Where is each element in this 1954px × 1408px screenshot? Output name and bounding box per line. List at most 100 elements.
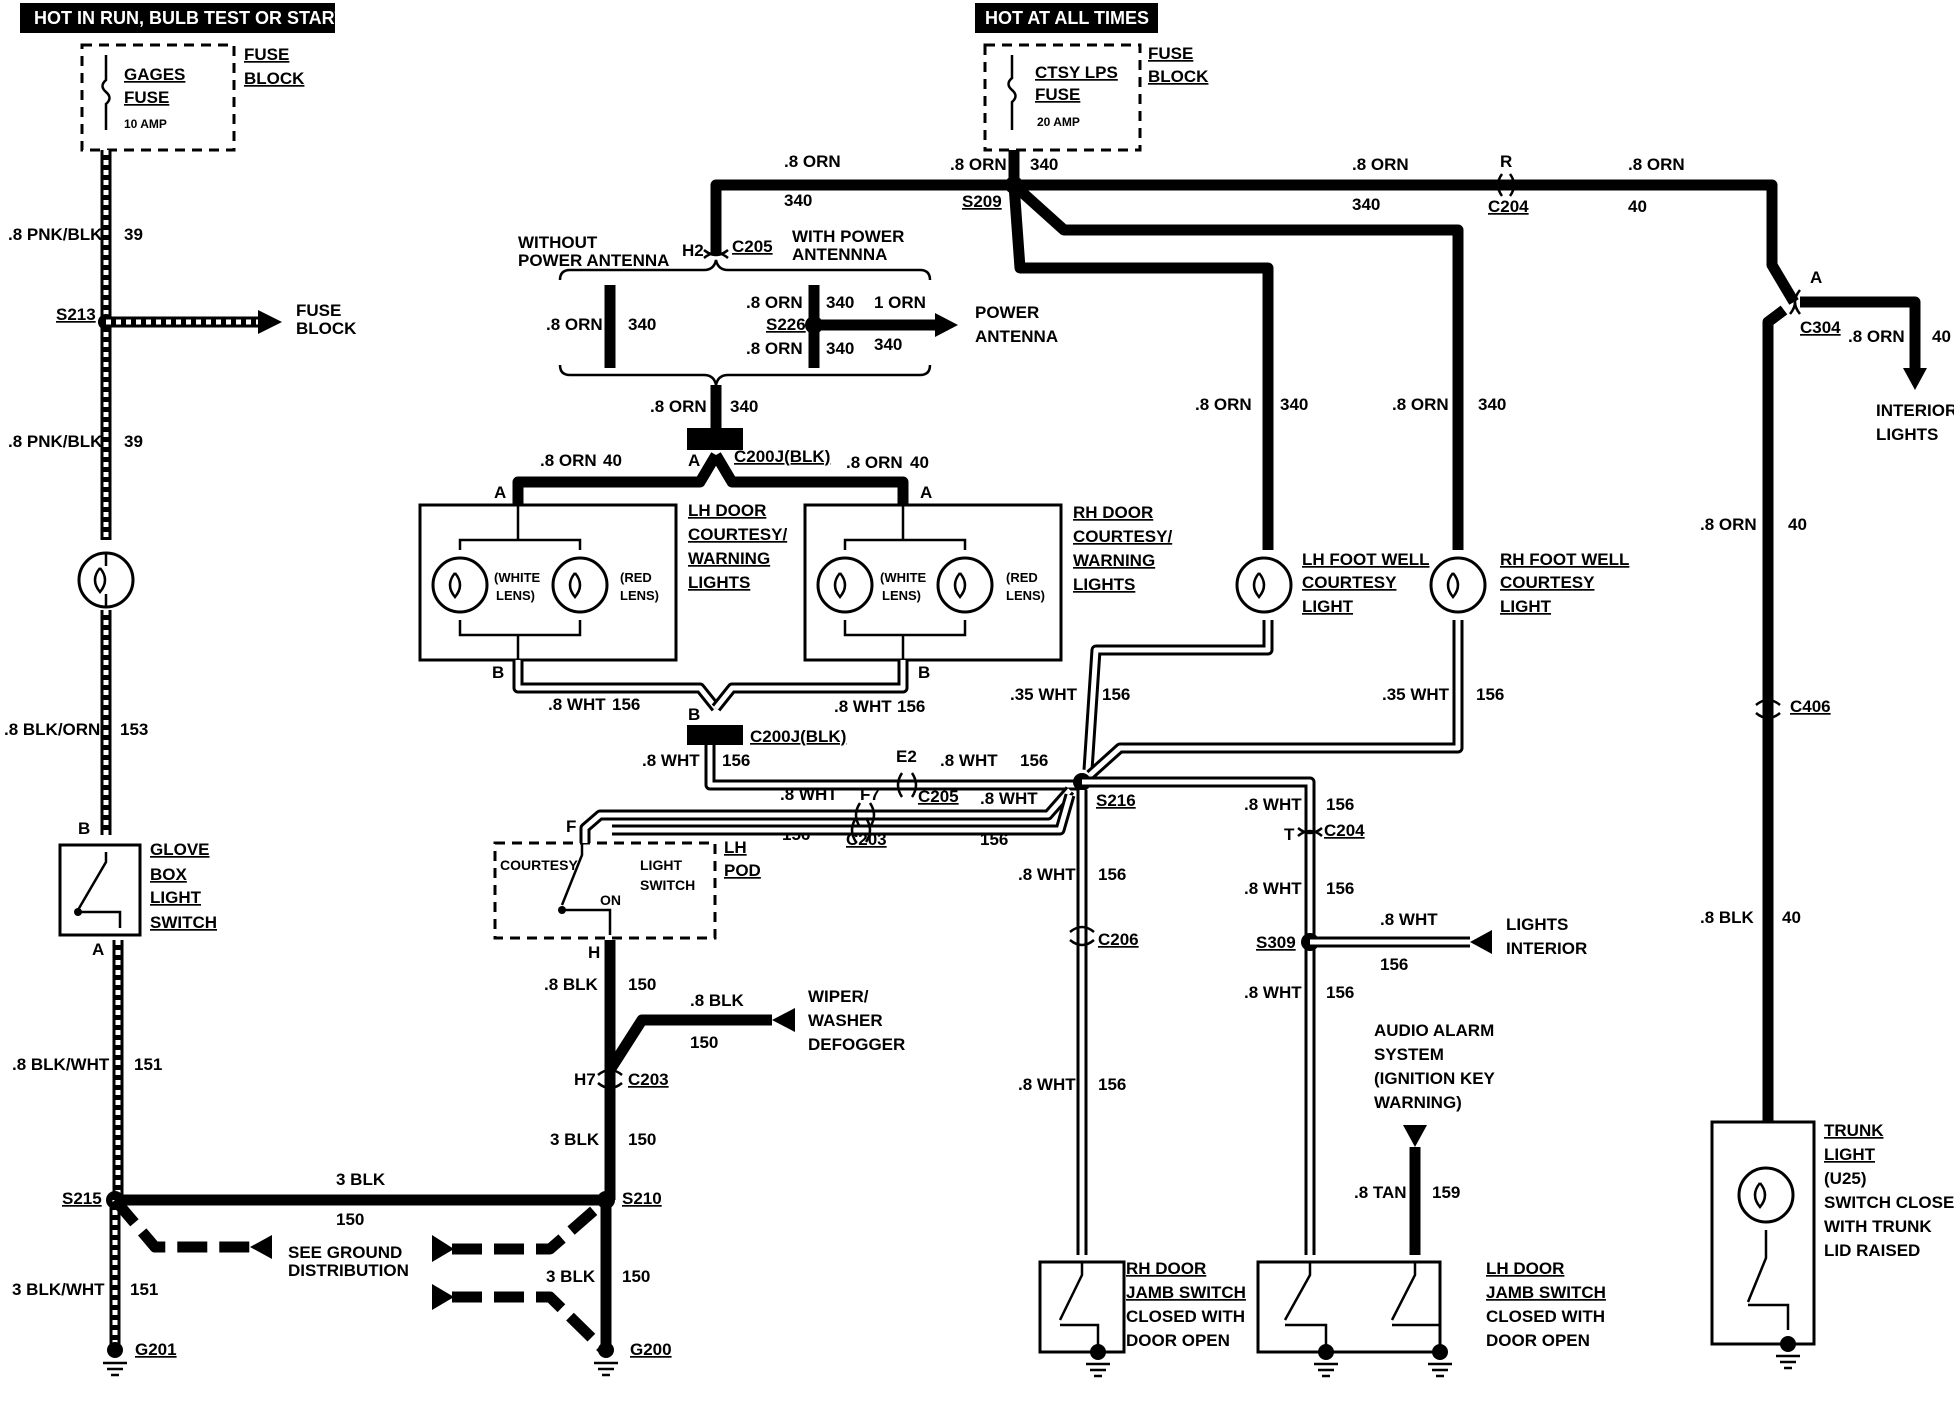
g200-ground-dot <box>598 1342 614 1358</box>
c200j-bottom-connector <box>687 725 743 745</box>
wire-151-num-1: 151 <box>134 1055 162 1074</box>
rh-jamb-4: DOOR OPEN <box>1126 1331 1230 1350</box>
wire-c304-color: .8 ORN <box>1628 155 1685 174</box>
glove-label-3: LIGHT <box>150 888 202 907</box>
wire-rh-jamb-color-1: .8 WHT <box>1018 865 1076 884</box>
ignition-header: HOT IN RUN, BULB TEST OR START <box>34 8 346 28</box>
antenna-upper-brace <box>558 259 932 281</box>
c204-top-pin-r: R <box>1500 152 1512 171</box>
interior-lights-1: INTERIOR <box>1876 401 1954 420</box>
rh-white-lens-1: (WHITE <box>880 570 927 585</box>
wire-c200j-num: 340 <box>730 397 758 416</box>
wire-lh-fw-color: .8 ORN <box>1195 395 1252 414</box>
c200j-top-connector <box>687 428 743 450</box>
wire-c204-color: .8 ORN <box>1352 155 1409 174</box>
power-antenna-arrow <box>935 313 958 337</box>
lh-door-pin-b: B <box>492 663 504 682</box>
wire-lh-white-color: .8 WHT <box>548 695 606 714</box>
c200j-bottom-pin-b: B <box>688 705 700 724</box>
c205-top-connector <box>703 249 729 259</box>
ground-dist-left-arrow <box>250 1235 272 1259</box>
courtesy-sw-label-3: SWITCH <box>640 877 695 893</box>
without-ant-1: WITHOUT <box>518 233 598 252</box>
lh-door-label-2: COURTESY/ <box>688 525 787 544</box>
s226-label: S226 <box>766 315 806 334</box>
wire-ant-top-color: .8 ORN <box>746 293 803 312</box>
rh-jamb-ground-dot <box>1090 1344 1106 1360</box>
fuse-block-label-2: BLOCK <box>296 319 357 338</box>
ctsy-fuse-block1: FUSE <box>1148 44 1193 63</box>
wire-lh-jamb-color-3: .8 WHT <box>1244 983 1302 1002</box>
wire-rh-door-color: .8 ORN <box>846 453 903 472</box>
wire-rh-jamb-num-1: 156 <box>1098 865 1126 884</box>
ctsy-fuse-name2: FUSE <box>1035 85 1080 104</box>
c304-pin-a: A <box>1810 268 1822 287</box>
g201-label: G201 <box>135 1340 177 1359</box>
gages-fuse-name1: GAGES <box>124 65 185 84</box>
c406-connector <box>1755 698 1781 720</box>
wire-c204-num: 340 <box>1352 195 1380 214</box>
wire-rh-fw-color: .8 ORN <box>1392 395 1449 414</box>
wire-156-rh-door-in <box>714 660 906 710</box>
rh-footwell-filament <box>1446 572 1460 599</box>
wire-lh-fw-white-color: .35 WHT <box>1010 685 1078 704</box>
wire-trunk-color-2: .8 BLK <box>1700 908 1755 927</box>
rh-door-pin-a: A <box>920 483 932 502</box>
lh-jamb-ground-dot-2 <box>1432 1344 1448 1360</box>
wire-rh-white-num: 156 <box>897 697 925 716</box>
glove-label-2: BOX <box>150 865 188 884</box>
rh-white-lens-filament <box>833 572 847 599</box>
wire-ground-bus-color: 3 BLK <box>336 1170 386 1189</box>
wire-no-ant-color: .8 ORN <box>546 315 603 334</box>
ignition-header-bg <box>20 3 335 33</box>
wire-156-c203-in <box>612 794 1073 833</box>
courtesy-sw-label-4: ON <box>600 892 621 908</box>
lh-jamb-3: CLOSED WITH <box>1486 1307 1605 1326</box>
wire-s216-color: .8 WHT <box>642 751 700 770</box>
wire-39-num-2: 39 <box>124 432 143 451</box>
ctsy-fuse-name1: CTSY LPS <box>1035 63 1118 82</box>
wire-rh-jamb-color-2: .8 WHT <box>1018 1075 1076 1094</box>
lh-door-label-4: LIGHTS <box>688 573 750 592</box>
audio-alarm-3: (IGNITION KEY <box>1374 1069 1496 1088</box>
wire-340-to-c304 <box>1014 179 1799 305</box>
lh-pod-switch-pivot <box>558 906 566 914</box>
gages-fuse-rating: 10 AMP <box>124 117 167 131</box>
lh-footwell-1: LH FOOT WELL <box>1302 550 1429 569</box>
wire-c205-color: .8 ORN <box>784 152 841 171</box>
wire-trunk-color-1: .8 ORN <box>1700 515 1757 534</box>
ground-dist-lower-arrow <box>432 1284 454 1310</box>
ctsy-fuse-block2: BLOCK <box>1148 67 1209 86</box>
wire-f7-color: .8 WHT <box>780 785 838 804</box>
s213-label: S213 <box>56 305 96 324</box>
s216-label: S216 <box>1096 791 1136 810</box>
trunk-ground-dot <box>1780 1336 1796 1352</box>
rh-footwell-3: LIGHT <box>1500 597 1552 616</box>
wire-39-num-1: 39 <box>124 225 143 244</box>
wire-lh-jamb-num-1: 156 <box>1326 795 1354 814</box>
c204-label: C204 <box>1324 821 1365 840</box>
interior-lights-2: LIGHTS <box>1876 425 1938 444</box>
c203-label: C203 <box>846 830 887 849</box>
lh-jamb-ground-dot-1 <box>1318 1344 1334 1360</box>
wire-ant-bot-num: 340 <box>826 339 854 358</box>
wire-150-color-1: .8 BLK <box>544 975 599 994</box>
wire-rh-door-num: 40 <box>910 453 929 472</box>
rh-door-label-4: LIGHTS <box>1073 575 1135 594</box>
lh-jamb-2: JAMB SWITCH <box>1486 1283 1606 1302</box>
glove-label-4: SWITCH <box>150 913 217 932</box>
trunk-light-filament <box>1753 1182 1767 1209</box>
lights-interior-arrow <box>1470 930 1492 954</box>
rh-jamb-2: JAMB SWITCH <box>1126 1283 1246 1302</box>
c200j-bottom-label: C200J(BLK) <box>750 727 846 746</box>
trunk-label-6: LID RAISED <box>1824 1241 1920 1260</box>
wire-153-color: .8 BLK/ORN <box>4 720 100 739</box>
c406-label: C406 <box>1790 697 1831 716</box>
wire-rh-fw-num: 340 <box>1478 395 1506 414</box>
interior-lights-arrow <box>1903 368 1927 390</box>
wire-lh-white-num: 156 <box>612 695 640 714</box>
battery-header: HOT AT ALL TIMES <box>985 8 1149 28</box>
s215-label: S215 <box>62 1189 102 1208</box>
wire-156-to-lh-pod-in <box>582 788 1072 843</box>
c204-pin-t: T <box>1284 825 1295 844</box>
